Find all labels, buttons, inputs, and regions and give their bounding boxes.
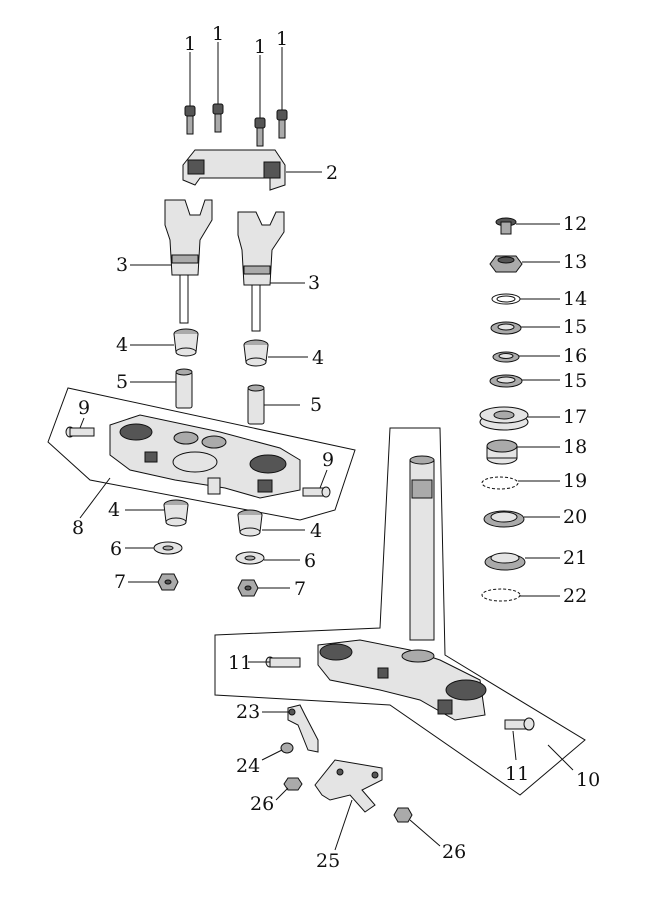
bolt-part-1[interactable] bbox=[276, 109, 288, 139]
nut-part-7[interactable] bbox=[237, 579, 259, 597]
ball-bearings-part-19[interactable] bbox=[481, 476, 519, 490]
nut-part-24[interactable] bbox=[280, 742, 294, 754]
upper-triple-clamp-part-8[interactable] bbox=[109, 414, 301, 499]
callout-11: 11 bbox=[228, 652, 252, 674]
callout-25: 25 bbox=[316, 850, 340, 872]
callout-3: 3 bbox=[116, 254, 128, 276]
callout-24: 24 bbox=[236, 755, 260, 777]
callout-6: 6 bbox=[110, 538, 122, 560]
handlebar-clamp-part-2[interactable] bbox=[182, 149, 286, 191]
bearing-race-part-18[interactable] bbox=[486, 439, 518, 465]
callout-13: 13 bbox=[563, 251, 587, 273]
handlebar-riser-part-3[interactable] bbox=[237, 211, 285, 332]
mounting-bracket-part-25[interactable] bbox=[314, 759, 383, 813]
washer-part-6[interactable] bbox=[235, 551, 265, 565]
callout-11: 11 bbox=[505, 763, 529, 785]
callout-18: 18 bbox=[563, 436, 587, 458]
callout-3: 3 bbox=[308, 272, 320, 294]
callout-15: 15 bbox=[563, 316, 587, 338]
handlebar-riser-part-3[interactable] bbox=[164, 199, 213, 324]
callout-8: 8 bbox=[72, 517, 84, 539]
nut-part-26[interactable] bbox=[393, 807, 413, 823]
callout-4: 4 bbox=[108, 499, 120, 521]
callout-4: 4 bbox=[116, 334, 128, 356]
bolt-1-group bbox=[184, 42, 288, 147]
callout-17: 17 bbox=[563, 406, 587, 428]
bolt-part-1[interactable] bbox=[212, 103, 224, 133]
callout-23: 23 bbox=[236, 701, 260, 723]
bracket-part-23[interactable] bbox=[287, 704, 319, 753]
callout-15: 15 bbox=[563, 370, 587, 392]
callout-9: 9 bbox=[322, 449, 334, 471]
callout-1: 1 bbox=[254, 36, 266, 58]
washer-part-14[interactable] bbox=[491, 293, 521, 305]
callout-5: 5 bbox=[310, 394, 322, 416]
locknut-part-15[interactable] bbox=[489, 374, 523, 388]
callout-19: 19 bbox=[563, 470, 587, 492]
callout-14: 14 bbox=[563, 288, 587, 310]
pinch-bolt-part-11[interactable] bbox=[504, 717, 535, 731]
pinch-bolt-part-9[interactable] bbox=[302, 486, 331, 498]
damper-part-4[interactable] bbox=[243, 339, 269, 367]
callout-7: 7 bbox=[294, 578, 306, 600]
callout-2: 2 bbox=[326, 162, 338, 184]
callout-26: 26 bbox=[250, 793, 274, 815]
callout-22: 22 bbox=[563, 585, 587, 607]
steering-stem-part-10[interactable] bbox=[317, 455, 487, 721]
washer-part-6[interactable] bbox=[153, 541, 183, 555]
bolt-part-1[interactable] bbox=[254, 117, 266, 147]
bolt-part-1[interactable] bbox=[184, 105, 196, 135]
lock-washer-part-16[interactable] bbox=[492, 351, 520, 363]
nut-part-26[interactable] bbox=[283, 777, 303, 791]
dust-seal-part-17[interactable] bbox=[479, 406, 529, 431]
ball-bearings-part-22[interactable] bbox=[481, 588, 521, 602]
callout-1: 1 bbox=[184, 33, 196, 55]
stem-bolt-part-12[interactable] bbox=[495, 217, 517, 235]
sleeve-part-5[interactable] bbox=[247, 384, 265, 425]
callout-4: 4 bbox=[312, 347, 324, 369]
callout-5: 5 bbox=[116, 371, 128, 393]
callout-21: 21 bbox=[563, 547, 587, 569]
callout-1: 1 bbox=[212, 23, 224, 45]
upper-clamp-outline bbox=[47, 387, 356, 521]
pinch-bolt-part-11[interactable] bbox=[265, 656, 301, 668]
lower-clamp-outline bbox=[214, 427, 586, 796]
callout-9: 9 bbox=[78, 397, 90, 419]
locknut-part-15[interactable] bbox=[490, 321, 522, 335]
callout-20: 20 bbox=[563, 506, 587, 528]
pinch-bolt-part-9[interactable] bbox=[65, 426, 95, 438]
nut-part-7[interactable] bbox=[157, 573, 179, 591]
callout-4: 4 bbox=[310, 520, 322, 542]
bearing-cup-part-20[interactable] bbox=[483, 510, 525, 528]
callout-26: 26 bbox=[442, 841, 466, 863]
sleeve-part-5[interactable] bbox=[175, 368, 193, 409]
callout-7: 7 bbox=[114, 571, 126, 593]
callout-12: 12 bbox=[563, 213, 587, 235]
damper-part-4[interactable] bbox=[237, 509, 263, 537]
stem-nut-part-13[interactable] bbox=[489, 255, 523, 273]
damper-part-4[interactable] bbox=[163, 499, 189, 527]
bearing-cup-part-21[interactable] bbox=[484, 552, 526, 571]
callout-6: 6 bbox=[304, 550, 316, 572]
callout-1: 1 bbox=[276, 28, 288, 50]
damper-part-4[interactable] bbox=[173, 328, 199, 357]
callout-10: 10 bbox=[576, 769, 600, 791]
callout-16: 16 bbox=[563, 345, 587, 367]
